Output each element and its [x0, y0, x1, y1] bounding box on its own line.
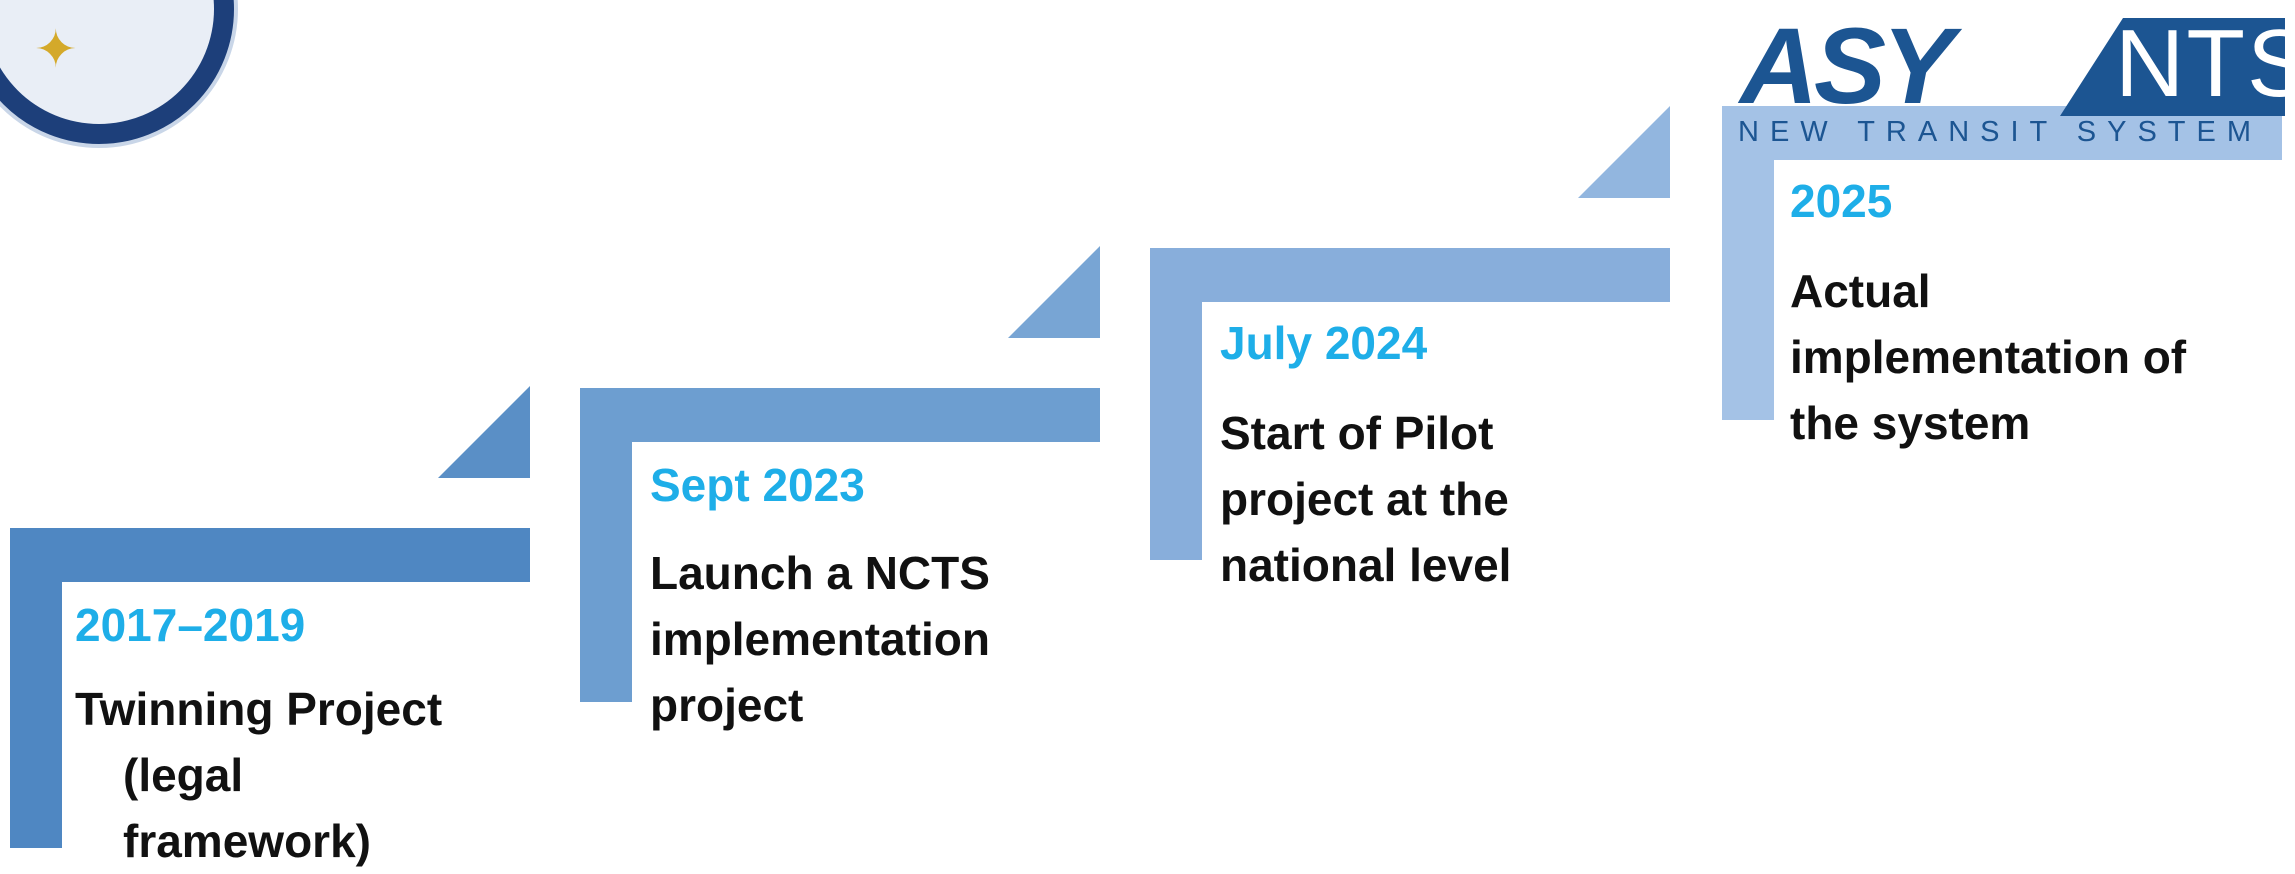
logo-nts-text: NTS — [2115, 10, 2295, 117]
step-4-description-line: the system — [1790, 397, 2031, 449]
step-1-description-line: (legal — [123, 749, 244, 801]
step-4-description: Actual implementation of the system — [1790, 258, 2186, 456]
step-1-horizontal-bar — [10, 528, 530, 582]
step-3-vertical-bar — [1150, 248, 1202, 560]
step-2-description-line: project — [650, 679, 804, 731]
step-2-horizontal-bar — [580, 388, 1100, 442]
logo-asy-text: ASY — [1740, 5, 1954, 126]
seal-star-icon: ✦ — [34, 20, 78, 80]
step-1-arrow-icon — [438, 386, 530, 478]
step-1-description-line: Twinning Project — [75, 683, 443, 735]
step-3-description: Start of Pilot project at the national l… — [1220, 400, 1511, 598]
step-2-arrow-icon — [1008, 246, 1100, 338]
step-2-year: Sept 2023 — [650, 459, 865, 511]
seal-inner — [0, 0, 214, 124]
step-2-description-line: Launch a NCTS — [650, 547, 990, 599]
step-1-description: Twinning Project (legal framework) — [75, 676, 442, 874]
step-4-description-line: Actual — [1790, 265, 1931, 317]
step-2-vertical-bar — [580, 388, 632, 702]
step-1-year: 2017–2019 — [75, 599, 306, 651]
asycuda-nts-logo: ASY NTS NEW TRANSIT SYSTEM — [1735, 10, 2295, 158]
step-2-description-line: implementation — [650, 613, 990, 665]
step-2-description: Launch a NCTS implementation project — [650, 540, 990, 738]
step-3-horizontal-bar — [1150, 248, 1670, 302]
step-1-description-line: framework) — [123, 815, 371, 867]
step-1-vertical-bar — [10, 528, 62, 848]
step-3-year: July 2024 — [1220, 317, 1428, 369]
emblem-seal-icon: ✦ — [0, 0, 238, 148]
step-3-arrow-icon — [1578, 106, 1670, 198]
step-4-vertical-bar — [1722, 106, 1774, 420]
step-3-description-line: national level — [1220, 539, 1512, 591]
step-4-description-line: implementation of — [1790, 331, 2187, 383]
step-3-description-line: project at the — [1220, 473, 1509, 525]
step-3-description-line: Start of Pilot — [1220, 407, 1494, 459]
logo-subtitle: NEW TRANSIT SYSTEM — [1738, 116, 2263, 148]
step-4-year: 2025 — [1790, 175, 1893, 227]
